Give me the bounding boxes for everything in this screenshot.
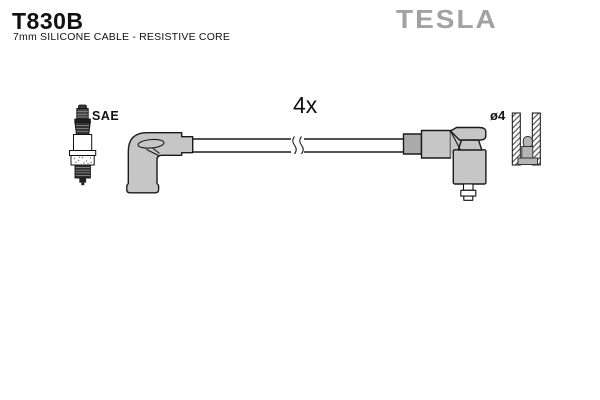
boot-barrel (452, 149, 487, 185)
section-terminal (517, 136, 538, 165)
tesla-logo: TESLA (396, 5, 498, 34)
quantity-label: 4x (293, 92, 318, 118)
section-wall-right (531, 112, 541, 166)
part-number: T830B (12, 8, 84, 34)
sae-label: SAE (92, 109, 120, 123)
boot-neck (457, 139, 483, 151)
cable-break-mark (292, 136, 297, 155)
cable-sleeve (402, 133, 423, 155)
plug-boot-right (402, 126, 487, 201)
subtitle: 7mm SILICONE CABLE - RESISTIVE CORE (13, 31, 231, 43)
diameter-label: ø4 (490, 108, 506, 123)
cable-break-mark (299, 136, 304, 155)
ignition-cable (193, 136, 404, 155)
terminal-cross-section (511, 112, 541, 166)
spark-plug (69, 104, 97, 186)
boot-heel-cap (449, 126, 487, 141)
boot-shoulder (420, 129, 452, 159)
angled-boot-left (126, 132, 194, 194)
boot-grip-slot (137, 138, 165, 149)
section-wall-left (511, 112, 521, 166)
plug-terminal (460, 183, 477, 201)
